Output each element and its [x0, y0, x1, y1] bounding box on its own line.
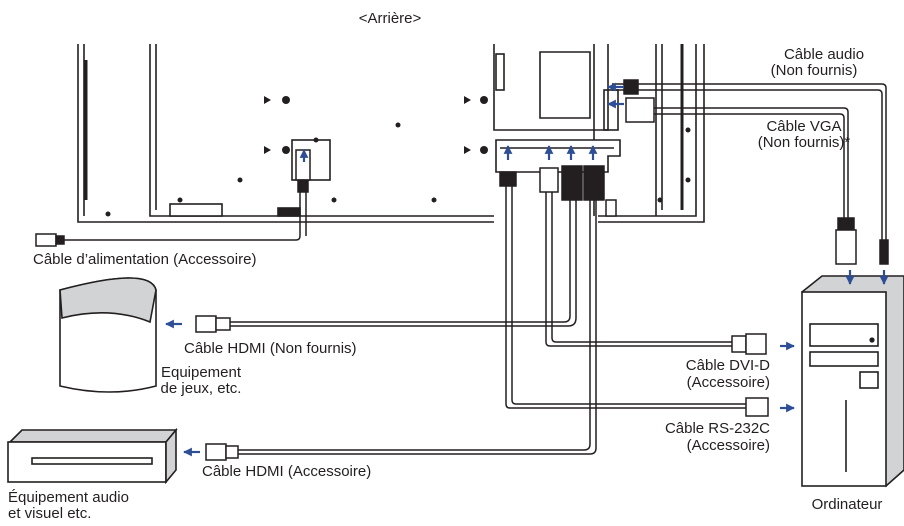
dvi-cable-note: (Accessoire): [686, 374, 770, 391]
vga-cable-label: Câble VGA: [766, 118, 842, 135]
rs232-cable-label: Câble RS-232C: [664, 420, 770, 437]
computer-tower: [801, 275, 904, 488]
hdmi-cable-av-label: Câble HDMI (Accessoire): [202, 463, 372, 480]
cables: [64, 83, 887, 455]
game-device-label-line2: de jeux, etc.: [160, 380, 242, 397]
game-device: [59, 277, 157, 393]
audio-cable-note: (Non fournis): [770, 62, 858, 79]
vga-cable-note: (Non fournis)*: [757, 134, 851, 151]
av-device-label-line2: et visuel etc.: [8, 505, 92, 522]
monitor-rear-panel: [77, 44, 705, 223]
audio-cable-label: Câble audio: [783, 46, 865, 63]
direction-arrows: [165, 82, 889, 457]
hdmi-cable-game-label: Câble HDMI (Non fournis): [184, 340, 357, 357]
dvi-cable-label: Câble DVI-D: [685, 357, 770, 374]
rs232-cable-note: (Accessoire): [686, 437, 770, 454]
av-device: [7, 427, 178, 485]
computer-label: Ordinateur: [811, 496, 883, 513]
panel-screws: [105, 96, 691, 217]
av-device-label-line1: Équipement audio: [8, 489, 129, 506]
cable-connectors: [35, 79, 889, 461]
power-cable-label: Câble d’alimentation (Accessoire): [33, 251, 257, 268]
rear-title: <Arrière>: [358, 10, 422, 27]
game-device-label-line1: Equipement: [160, 364, 242, 381]
